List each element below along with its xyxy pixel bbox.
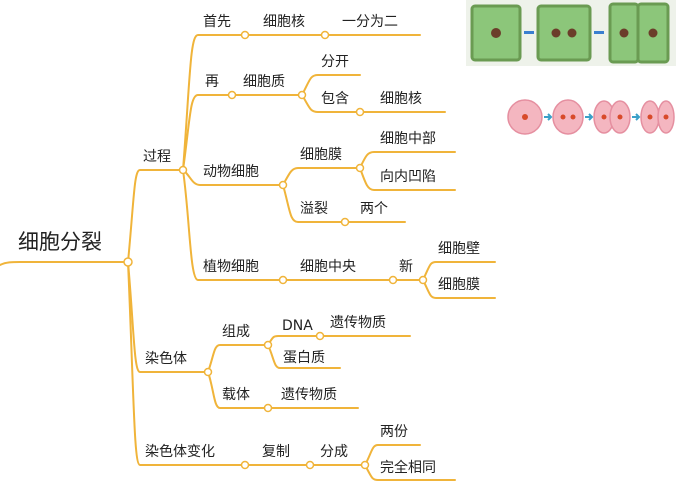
replicate-node: 复制 <box>262 444 290 460</box>
chromosome-node: 染色体 <box>145 351 187 367</box>
animal-cell-division-illustration <box>507 99 675 135</box>
cell-middle-node: 细胞中部 <box>380 131 436 147</box>
root-topic: 细胞分裂 <box>18 230 102 254</box>
arrow-right-icon <box>632 113 641 121</box>
cytoplasm-node: 细胞质 <box>243 74 285 90</box>
cell-wall-node: 细胞壁 <box>438 241 480 257</box>
composition-node: 组成 <box>222 324 250 340</box>
plant-cell-node: 植物细胞 <box>203 259 259 275</box>
animal-cell-4 <box>640 100 675 134</box>
arrow-right-icon <box>594 31 604 34</box>
plant-cell-2 <box>536 4 592 62</box>
arrow-right-icon <box>544 113 553 121</box>
carrier-node: 载体 <box>222 387 250 403</box>
branch-lines <box>0 34 496 481</box>
first-node: 首先 <box>203 14 231 30</box>
cell-center-node: 细胞中央 <box>300 259 356 275</box>
split-in-two-node: 一分为二 <box>342 14 398 30</box>
arrow-right-icon <box>585 113 594 121</box>
two-parts-node: 两份 <box>380 424 408 440</box>
animal-cell-1 <box>507 99 543 135</box>
new-membrane-node: 细胞膜 <box>438 277 480 293</box>
separate-node: 分开 <box>321 54 349 70</box>
divide-into-node: 分成 <box>320 444 348 460</box>
branch-nodes <box>123 30 428 470</box>
protein-node: 蛋白质 <box>283 350 325 366</box>
two-cells-node: 两个 <box>360 201 388 217</box>
dna-node: DNA <box>282 318 313 334</box>
animal-cell-2 <box>552 99 584 135</box>
chromosome-change-node: 染色体变化 <box>145 444 215 460</box>
nucleus-node: 细胞核 <box>263 14 305 30</box>
new-node: 新 <box>399 259 413 275</box>
cell-membrane-node: 细胞膜 <box>300 147 342 163</box>
contain-node: 包含 <box>321 91 349 107</box>
pinch-node: 溢裂 <box>300 201 328 217</box>
plant-cell-division-illustration <box>466 0 676 66</box>
animal-cell-3 <box>593 100 631 134</box>
carrier-genetic-material-node: 遗传物质 <box>281 387 337 403</box>
plant-cell-3 <box>608 2 670 64</box>
inward-dent-node: 向内凹陷 <box>380 169 436 185</box>
arrow-right-icon <box>524 31 534 34</box>
then-node: 再 <box>205 74 219 90</box>
contain-nucleus-node: 细胞核 <box>380 91 422 107</box>
genetic-material-node: 遗传物质 <box>330 315 386 331</box>
process-node: 过程 <box>143 149 171 165</box>
identical-node: 完全相同 <box>380 460 436 476</box>
plant-cell-1 <box>470 4 522 62</box>
animal-cell-node: 动物细胞 <box>203 164 259 180</box>
